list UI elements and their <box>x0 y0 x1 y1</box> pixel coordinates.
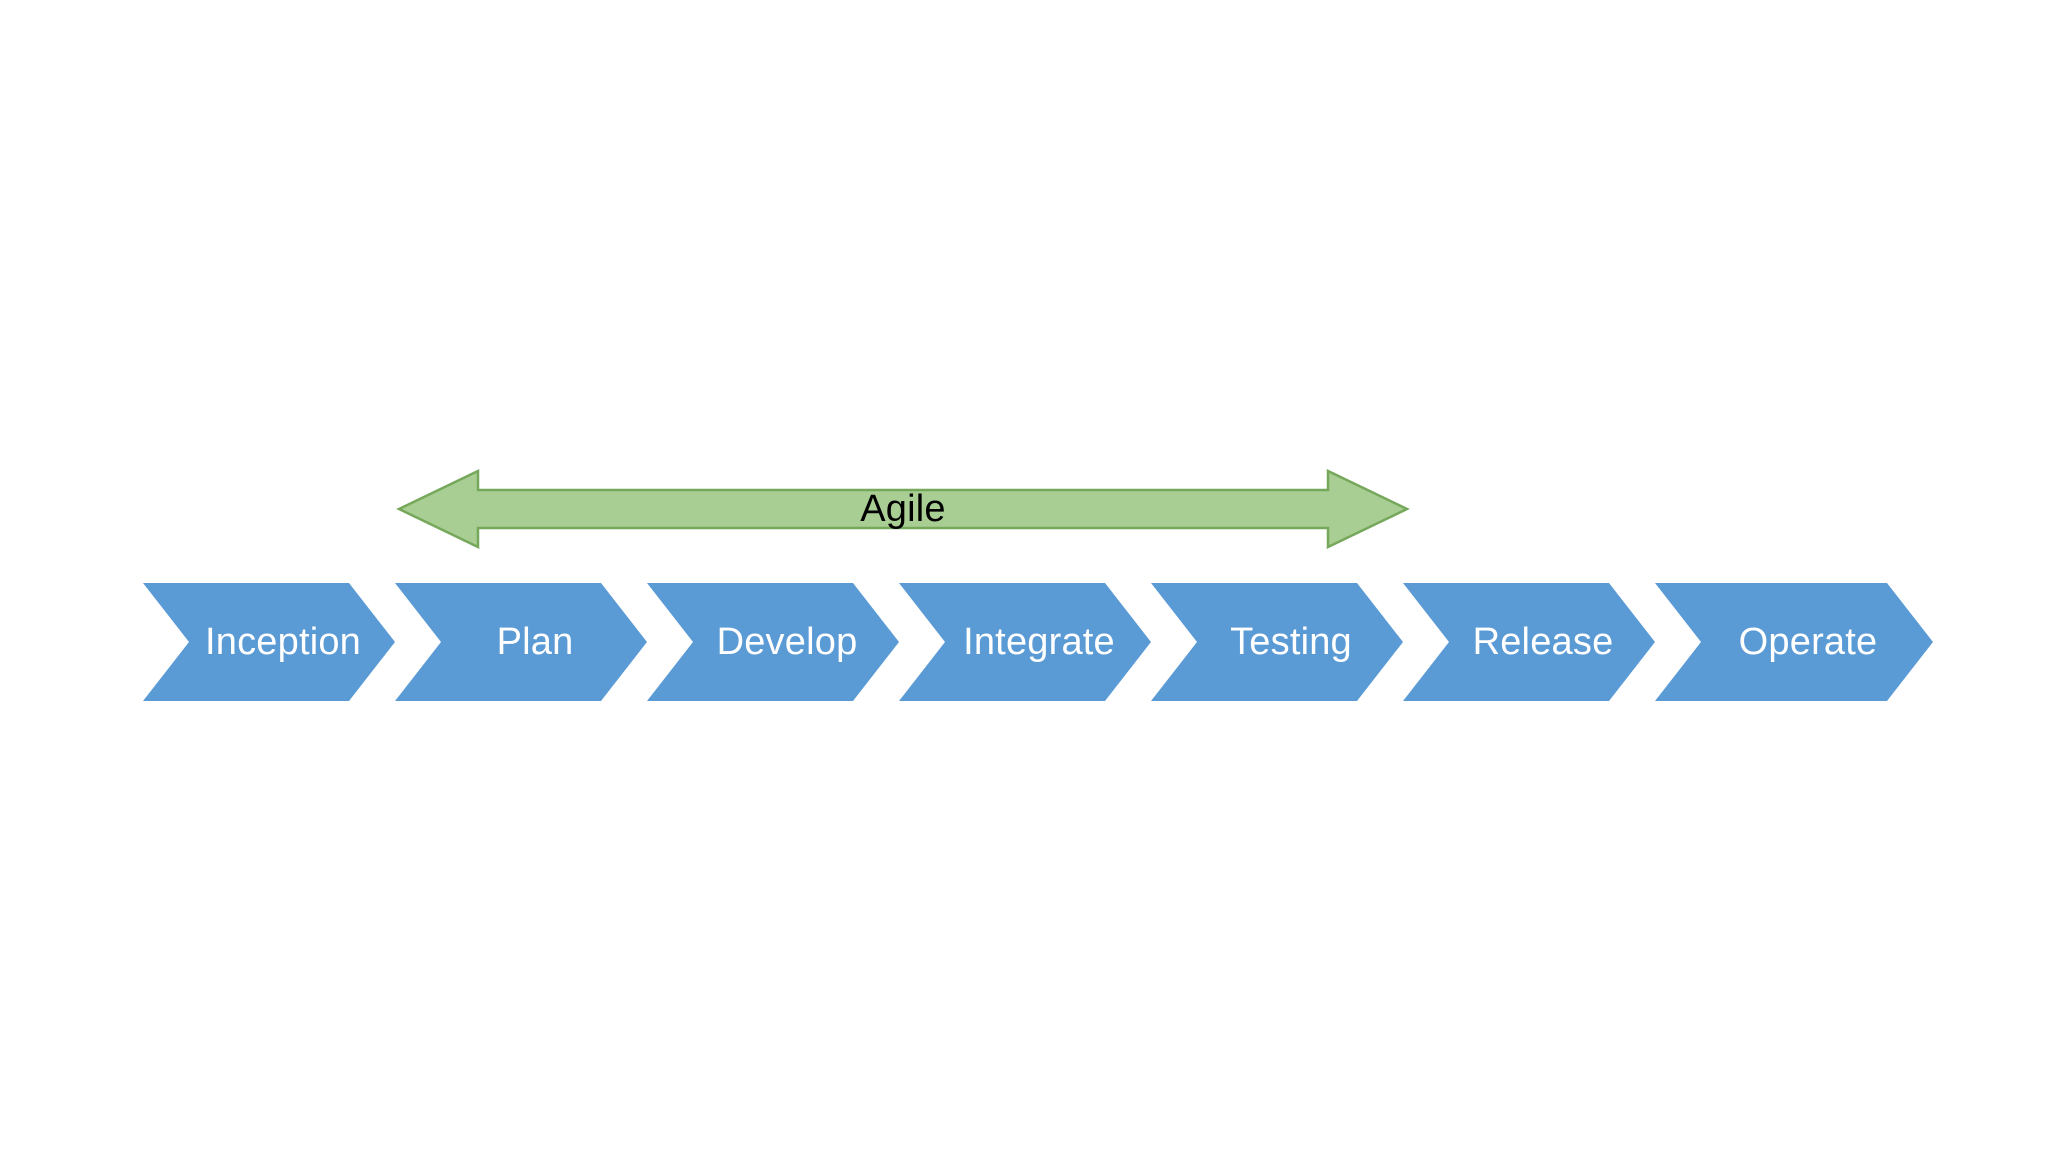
process-chevron-row: Inception Plan Develop Integrate Testing… <box>143 583 1933 701</box>
process-step-plan[interactable]: Plan <box>395 583 647 701</box>
process-step-inception[interactable]: Inception <box>143 583 395 701</box>
process-step-label: Release <box>1472 621 1614 663</box>
process-step-label: Operate <box>1738 621 1878 663</box>
process-step-develop[interactable]: Develop <box>647 583 899 701</box>
process-step-label: Develop <box>716 621 858 663</box>
double-headed-arrow-icon <box>396 469 1410 549</box>
process-step-label: Integrate <box>963 621 1115 663</box>
process-step-integrate[interactable]: Integrate <box>899 583 1151 701</box>
agile-arrow-group[interactable]: Agile <box>396 466 1410 552</box>
process-step-release[interactable]: Release <box>1403 583 1655 701</box>
process-step-testing[interactable]: Testing <box>1151 583 1403 701</box>
process-step-operate[interactable]: Operate <box>1655 583 1933 701</box>
process-step-label: Plan <box>496 621 574 663</box>
process-step-label: Inception <box>204 621 362 663</box>
agile-label: Agile <box>860 488 946 530</box>
process-step-label: Testing <box>1230 621 1352 663</box>
